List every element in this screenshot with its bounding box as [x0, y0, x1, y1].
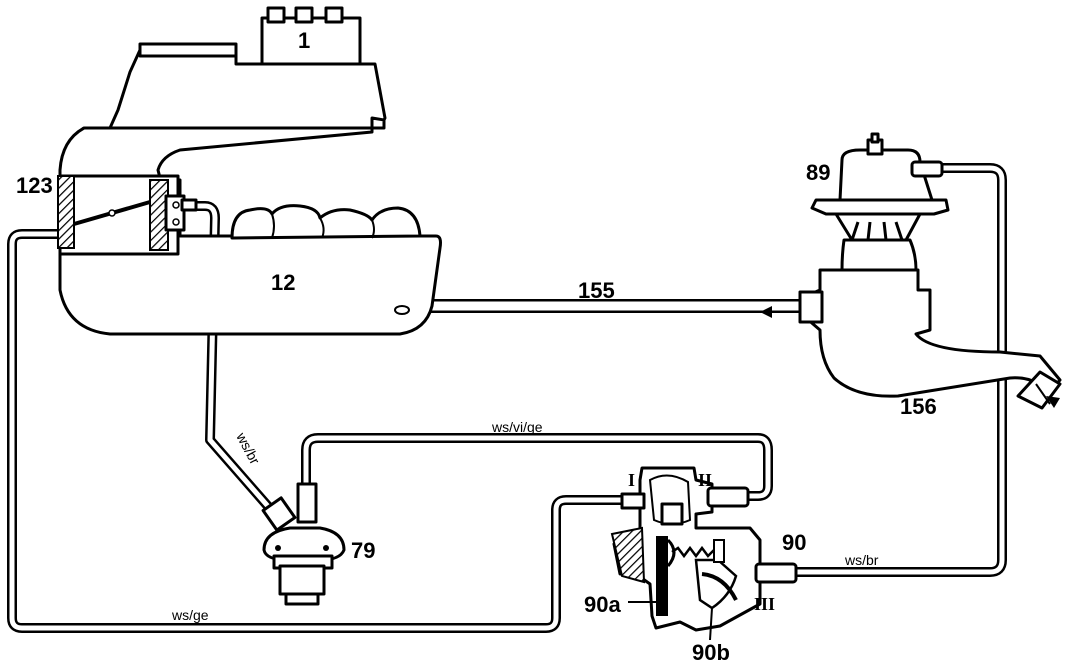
switchover-valve [610, 466, 798, 632]
air-flow-meter [108, 6, 387, 130]
leader-90b [709, 607, 713, 641]
hose-label-ws-br-left: ws/br [233, 429, 263, 467]
hose-ws-br-left [177, 201, 285, 525]
port-label-3: III [754, 594, 775, 614]
label-90: 90 [782, 530, 806, 555]
hose-label-ws-ge: ws/ge [171, 607, 209, 623]
label-79: 79 [351, 538, 375, 563]
label-12: 12 [271, 270, 295, 295]
temp-switch [261, 482, 346, 606]
label-156: 156 [900, 394, 937, 419]
hose-label-ws-vi-ge: ws/vi/ge [491, 419, 543, 435]
port-label-1: I [628, 470, 635, 490]
label-90b: 90b [692, 640, 730, 665]
label-123: 123 [16, 173, 53, 198]
egr-housing [798, 268, 1062, 410]
egr-valve [810, 132, 950, 272]
label-155: 155 [578, 278, 615, 303]
label-89: 89 [806, 160, 830, 185]
label-1: 1 [298, 28, 310, 53]
port-label-2: II [698, 470, 712, 490]
hose-label-ws-br-right: ws/br [844, 552, 879, 568]
throttle-body [57, 174, 198, 256]
hose-ws-vi-ge [301, 433, 773, 501]
label-90a: 90a [584, 592, 621, 617]
hose-ws-ge [7, 229, 645, 633]
pipe-155 [400, 299, 810, 318]
